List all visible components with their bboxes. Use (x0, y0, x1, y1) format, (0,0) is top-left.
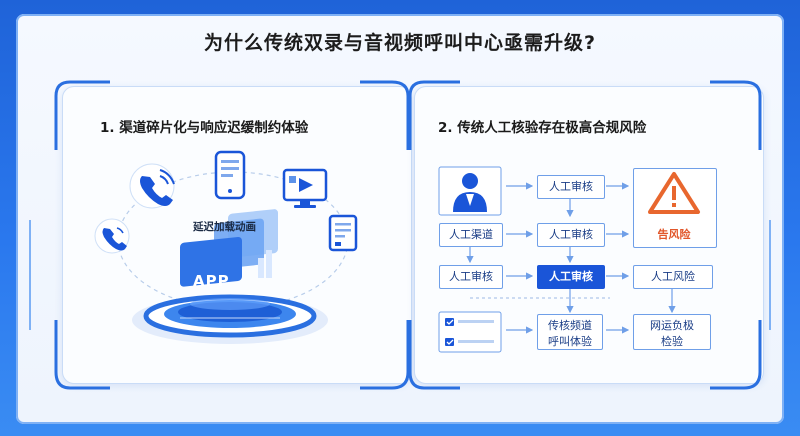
flow-box-call-experience-line2: 呼叫体验 (548, 335, 592, 348)
video-monitor-icon (282, 168, 328, 208)
flow-box-manual-review-1: 人工审核 (537, 175, 605, 199)
platform-base (132, 294, 328, 344)
flow-box-call-experience: 传核频道 呼叫体验 (537, 314, 603, 350)
flow-box-manual-risk: 人工风险 (633, 265, 713, 289)
loading-animation-label: 延迟加载动画 (193, 221, 256, 233)
phone-call-icon-small (94, 218, 130, 254)
document-icon (328, 214, 358, 252)
checklist-icon (438, 311, 502, 353)
flow-box-verification: 网运负极 检验 (633, 314, 711, 350)
smartphone-icon (214, 150, 246, 200)
risk-warning-box (633, 168, 717, 248)
flow-box-manual-review-3: 人工审核 (439, 265, 503, 289)
right-panel-heading: 2. 传统人工核验存在极高合规风险 (438, 120, 647, 136)
user-avatar-icon (438, 166, 502, 216)
flow-box-manual-channel: 人工渠道 (439, 223, 503, 247)
app-stack-icon (180, 209, 278, 287)
risk-warning-label: 告风险 (657, 228, 691, 241)
flow-box-manual-review-2: 人工审核 (537, 223, 605, 247)
flow-box-verification-line1: 网运负极 (650, 319, 694, 332)
page-title: 为什么传统双录与音视频呼叫中心亟需升级? (203, 32, 597, 54)
phone-call-icon-large (129, 163, 175, 209)
flow-box-verification-line2: 检验 (661, 335, 683, 348)
flow-box-call-experience-line1: 传核频道 (548, 319, 592, 332)
flow-box-manual-review-highlight: 人工审核 (537, 265, 605, 289)
app-label: APP (193, 272, 230, 290)
left-panel-heading: 1. 渠道碎片化与响应迟缓制约体验 (100, 120, 309, 136)
